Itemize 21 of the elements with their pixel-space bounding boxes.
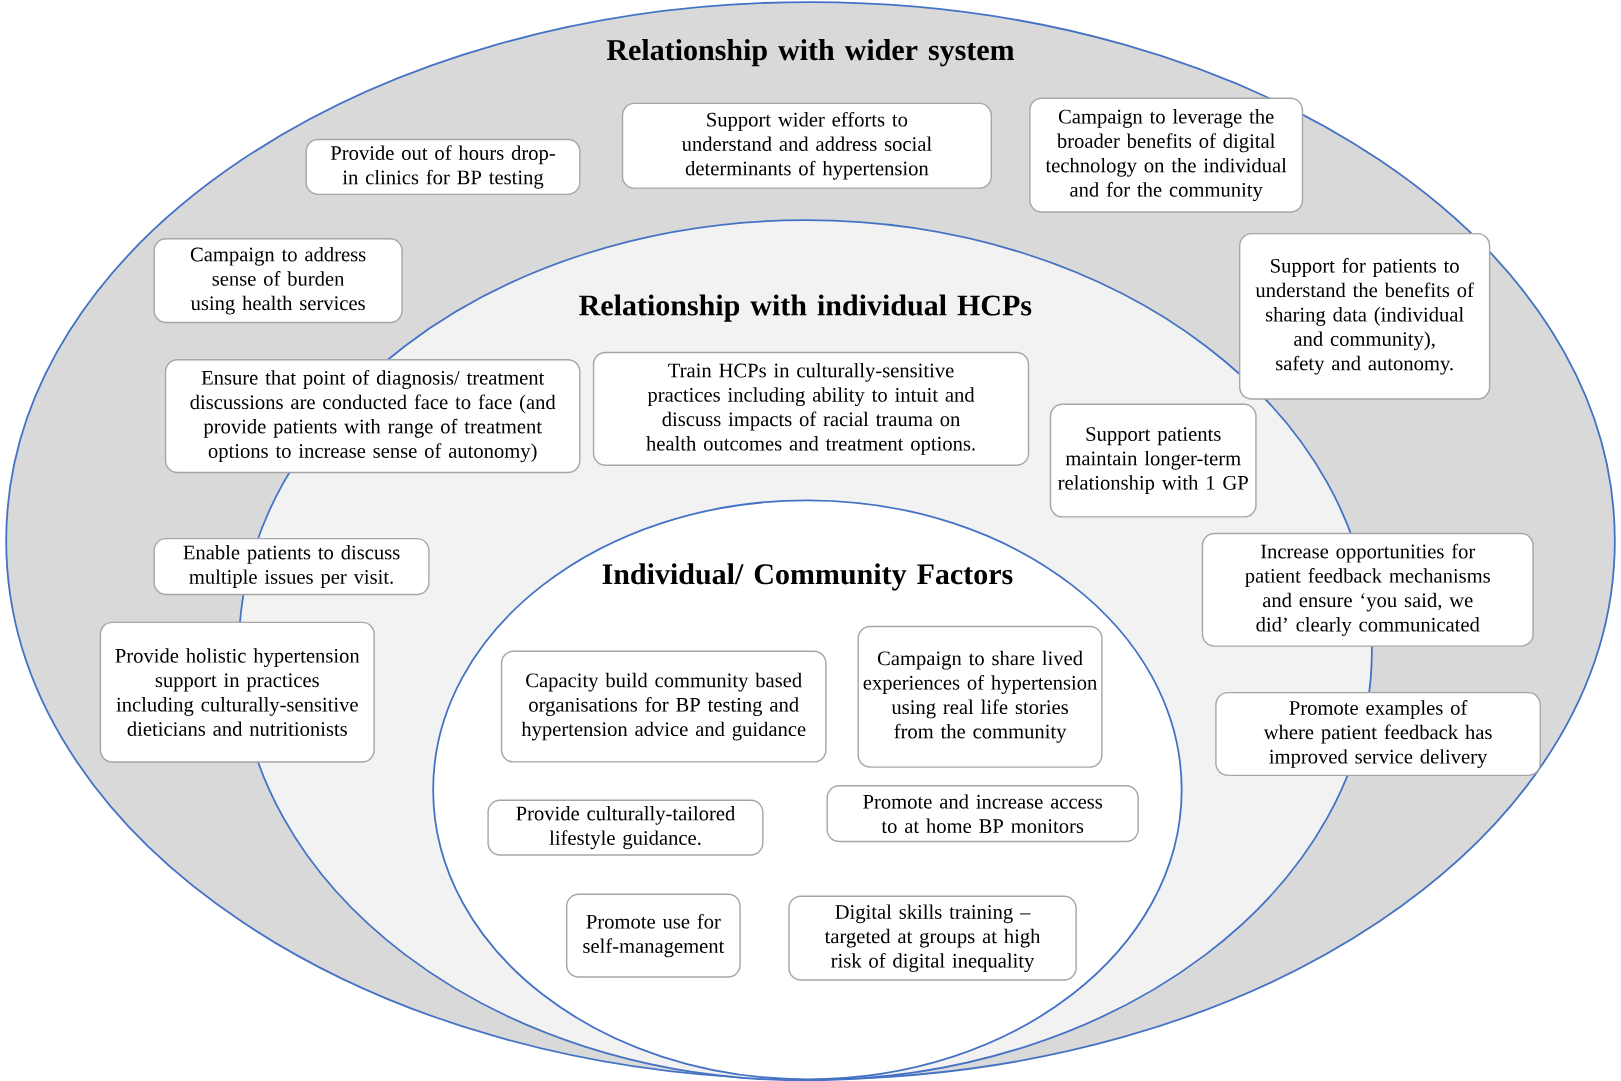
region-title: Relationship with wider system xyxy=(606,38,1015,67)
text-box: Promote use for self-management xyxy=(565,893,741,978)
text-box: Enable patients to discuss multiple issues per visit. xyxy=(153,537,430,595)
text-box: Digital skills training – targeted at groups at high risk of digital inequality xyxy=(788,895,1077,981)
text-box: Promote and increase access to at home BP monitors xyxy=(826,784,1139,843)
region-title: Individual/ Community Factors xyxy=(602,563,1013,591)
text-box: Ensure that point of diagnosis/ treatment discussions are conducted face to face (and provide patients with range of treatment options to increase sense of autonomy) xyxy=(164,358,581,473)
text-box: Provide culturally-tailored lifestyle guidance. xyxy=(487,799,764,856)
text-box: Increase opportunities for patient feedback mechanisms and ensure ‘you said, we did’ clearly communicated xyxy=(1201,532,1534,647)
text-box: Train HCPs in culturally-sensitive practices including ability to intuit and discuss impacts of racial trauma on health outcomes and treatment options. xyxy=(592,351,1030,466)
text-box: Provide out of hours drop-in clinics for BP testing xyxy=(305,138,581,195)
text-box: Support wider efforts to understand and address social determinants of hypertension xyxy=(621,102,992,189)
text-box: Capacity build community based organisations for BP testing and hypertension advice and guidance xyxy=(500,650,827,763)
text-box: Support for patients to understand the benefits of sharing data (individual and community), safety and autonomy. xyxy=(1239,232,1491,400)
region-title: Relationship with individual HCPs xyxy=(579,294,1032,322)
text-box: Provide holistic hypertension support in practices including culturally-sensitive dieticians and nutritionists xyxy=(99,621,375,763)
text-box: Campaign to share lived experiences of hypertension using real life stories from the community xyxy=(857,625,1103,768)
text-box: Promote examples of where patient feedback has improved service delivery xyxy=(1215,691,1541,776)
text-box: Campaign to leverage the broader benefits of digital technology on the individual and for the community xyxy=(1029,97,1304,213)
text-box: Support patients maintain longer-term relationship with 1 GP xyxy=(1049,403,1257,518)
text-box: Campaign to address sense of burden using health services xyxy=(153,237,403,324)
